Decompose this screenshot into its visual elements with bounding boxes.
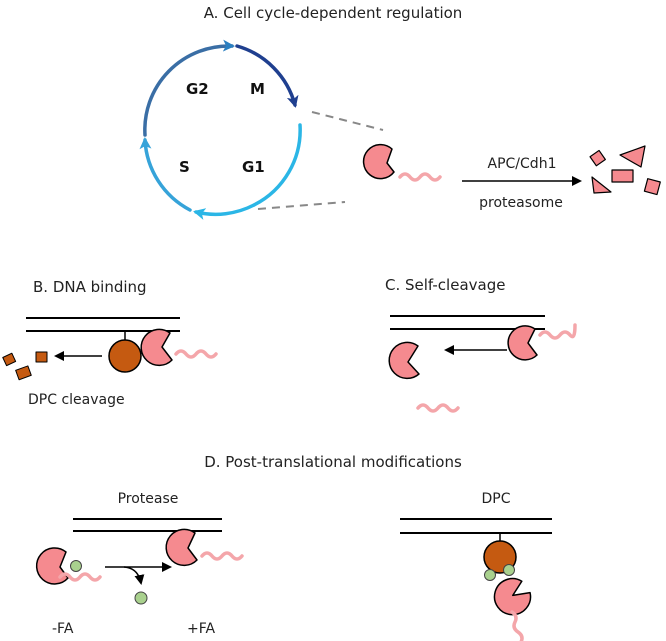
panel-b-title: B. DNA binding (33, 278, 147, 296)
zoom-line-top (311, 111, 384, 131)
panel-d: D. Post-translational modifications Prot… (35, 453, 552, 641)
proteasome-label: proteasome (479, 195, 563, 211)
protease-tail (538, 323, 577, 340)
cycle-arc-left-top (143, 39, 235, 137)
panel-c: C. Self-cleavage (385, 276, 577, 413)
cleaved-tail (416, 403, 460, 413)
plus-fa-label: +FA (187, 621, 215, 637)
pacman-protease-icon (35, 547, 69, 585)
pacman-protease-icon (140, 328, 173, 367)
phase-g2-label: G2 (186, 80, 209, 98)
cycle-arc-right (252, 123, 302, 207)
green-modification-icon (484, 569, 496, 581)
pacman-protease-icon (362, 143, 395, 180)
degradation-fragments-icon (589, 145, 661, 196)
phase-m-label: M (250, 80, 265, 98)
pacman-protease-icon (507, 325, 538, 361)
panel-a: A. Cell cycle-dependent regulation G2 M … (139, 4, 661, 220)
cell-cycle-circle (139, 39, 302, 220)
panel-b: B. DNA binding DPC cleavage (2, 278, 218, 408)
cycle-arc-left-bottom (139, 137, 192, 212)
cleaved-protease-icon (388, 341, 420, 380)
green-modification-icon (70, 560, 82, 572)
dpc-protein-icon (108, 339, 142, 373)
protease-subtitle: Protease (118, 491, 179, 507)
apc-cdh1-label: APC/Cdh1 (488, 156, 557, 172)
panel-d-title: D. Post-translational modifications (204, 453, 462, 471)
protease-tail (510, 610, 524, 641)
modified-protease-icon (165, 528, 198, 567)
phase-g1-label: G1 (242, 158, 265, 176)
cycle-arc-bottom (193, 203, 256, 220)
dpc-subtitle: DPC (482, 491, 511, 507)
released-modification-icon (134, 591, 148, 605)
pacman-protease-icon (493, 577, 532, 616)
cycle-arc-top (235, 44, 299, 108)
protease-tail (58, 572, 102, 582)
minus-fa-label: -FA (52, 621, 74, 637)
panel-c-title: C. Self-cleavage (385, 276, 505, 294)
green-modification-icon (503, 564, 515, 576)
zoom-line-bottom (257, 201, 346, 210)
phase-s-label: S (179, 158, 190, 176)
dpc-cleavage-label: DPC cleavage (28, 392, 125, 408)
protease-tail (200, 551, 244, 561)
release-arrow (123, 566, 145, 585)
panel-a-title: A. Cell cycle-dependent regulation (204, 4, 463, 22)
protease-tail (174, 349, 218, 359)
dpc-fragments-icon (2, 351, 48, 381)
dna-duplex-icon (73, 518, 222, 532)
protease-tail (398, 172, 442, 182)
dna-duplex-icon (400, 518, 552, 534)
